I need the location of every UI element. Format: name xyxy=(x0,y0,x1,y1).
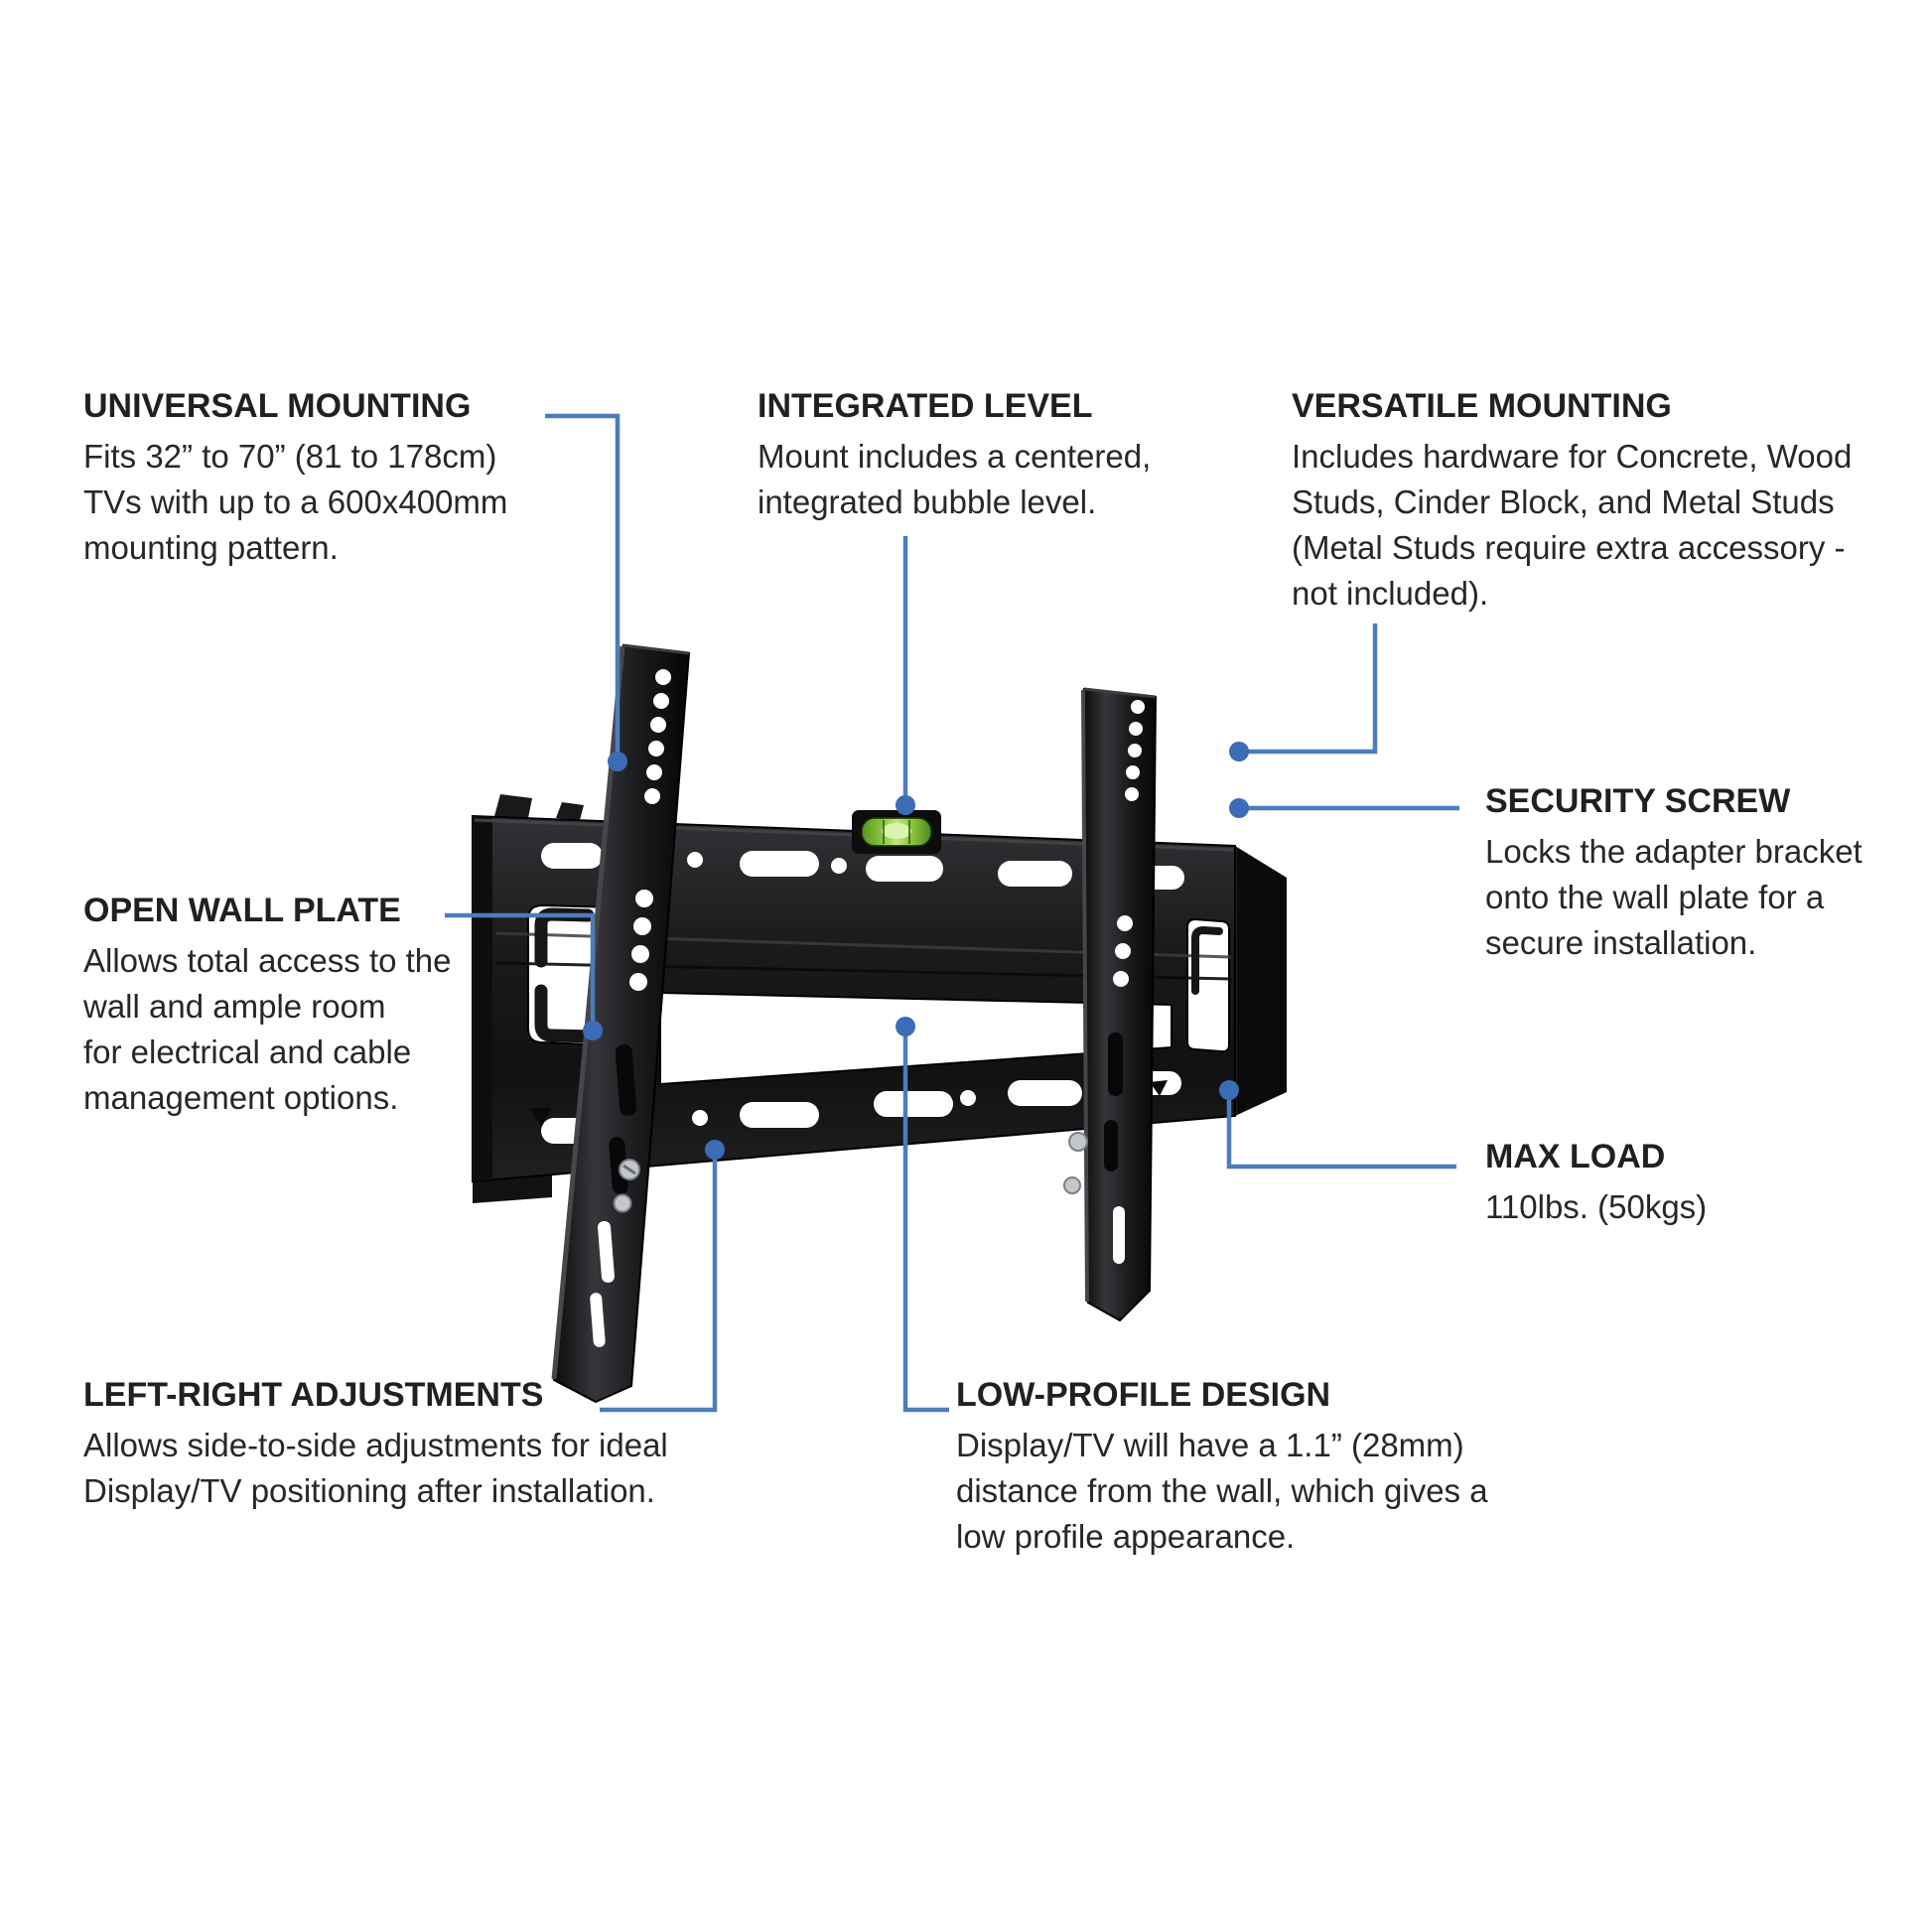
callout-security-screw: SECURITY SCREW Locks the adapter bracket… xyxy=(1485,782,1932,966)
adjustment-screws xyxy=(613,1159,640,1213)
callout-versatile-mounting: VERSATILE MOUNTING Includes hardware for… xyxy=(1292,387,1927,617)
callout-connectors xyxy=(445,413,1459,1413)
callout-body: Fits 32” to 70” (81 to 178cm) TVs with u… xyxy=(83,438,508,567)
bubble-level xyxy=(852,810,941,854)
dot-open-wall-plate xyxy=(583,1021,603,1040)
wall-plate-side-return xyxy=(1235,846,1287,1116)
wall-plate-bottom-slots xyxy=(541,1071,1181,1144)
callout-title: INTEGRATED LEVEL xyxy=(758,387,1093,425)
callout-low-profile-design: LOW-PROFILE DESIGN Display/TV will have … xyxy=(956,1376,1532,1560)
dot-max-load xyxy=(1219,1080,1239,1100)
callout-body: Allows total access to the wall and ampl… xyxy=(83,942,452,1117)
dot-integrated-level xyxy=(896,795,915,815)
connector-max-load xyxy=(1226,1091,1456,1170)
callout-dots xyxy=(583,742,1249,1160)
callout-universal-mounting: UNIVERSAL MOUNTING Fits 32” to 70” (81 t… xyxy=(83,387,600,571)
connector-low-profile-design xyxy=(902,1029,949,1413)
connector-left-right-adjustments xyxy=(600,1152,718,1413)
locking-tab xyxy=(530,1108,552,1128)
callout-left-right-adjustments: LEFT-RIGHT ADJUSTMENTS Allows side-to-si… xyxy=(83,1376,719,1514)
callout-title: MAX LOAD xyxy=(1485,1138,1666,1175)
dot-versatile-mounting xyxy=(1229,742,1249,761)
connector-open-wall-plate xyxy=(445,912,596,1029)
callout-max-load: MAX LOAD 110lbs. (50kgs) xyxy=(1485,1138,1843,1230)
dot-low-profile-design xyxy=(896,1017,915,1036)
callout-title: VERSATILE MOUNTING xyxy=(1292,387,1672,425)
callout-body: Locks the adapter bracket onto the wall … xyxy=(1485,833,1863,962)
right-adapter-rail xyxy=(1063,687,1158,1322)
callout-title: LOW-PROFILE DESIGN xyxy=(956,1376,1331,1414)
callout-body: Mount includes a centered, integrated bu… xyxy=(758,438,1152,521)
callout-title: OPEN WALL PLATE xyxy=(83,892,401,929)
callout-body: Includes hardware for Concrete, Wood Stu… xyxy=(1292,438,1853,613)
connector-versatile-mounting xyxy=(1242,623,1378,755)
dot-left-right-adjustments xyxy=(705,1140,725,1160)
dot-security-screw xyxy=(1229,798,1249,818)
connector-universal-mounting xyxy=(545,413,621,759)
callout-title: UNIVERSAL MOUNTING xyxy=(83,387,472,425)
callout-title: LEFT-RIGHT ADJUSTMENTS xyxy=(83,1376,544,1414)
callout-open-wall-plate: OPEN WALL PLATE Allows total access to t… xyxy=(83,892,510,1121)
security-screw-pins xyxy=(1063,1132,1088,1194)
callout-body: 110lbs. (50kgs) xyxy=(1485,1188,1708,1226)
callout-body: Allows side-to-side adjustments for idea… xyxy=(83,1427,668,1510)
wall-plate-tab xyxy=(556,802,584,820)
callout-body: Display/TV will have a 1.1” (28mm) dista… xyxy=(956,1427,1488,1556)
dot-universal-mounting xyxy=(608,752,627,771)
wall-plate-tab xyxy=(494,794,532,818)
callout-integrated-level: INTEGRATED LEVEL Mount includes a center… xyxy=(758,387,1234,525)
locking-tab xyxy=(1150,1080,1168,1096)
callout-title: SECURITY SCREW xyxy=(1485,782,1791,820)
